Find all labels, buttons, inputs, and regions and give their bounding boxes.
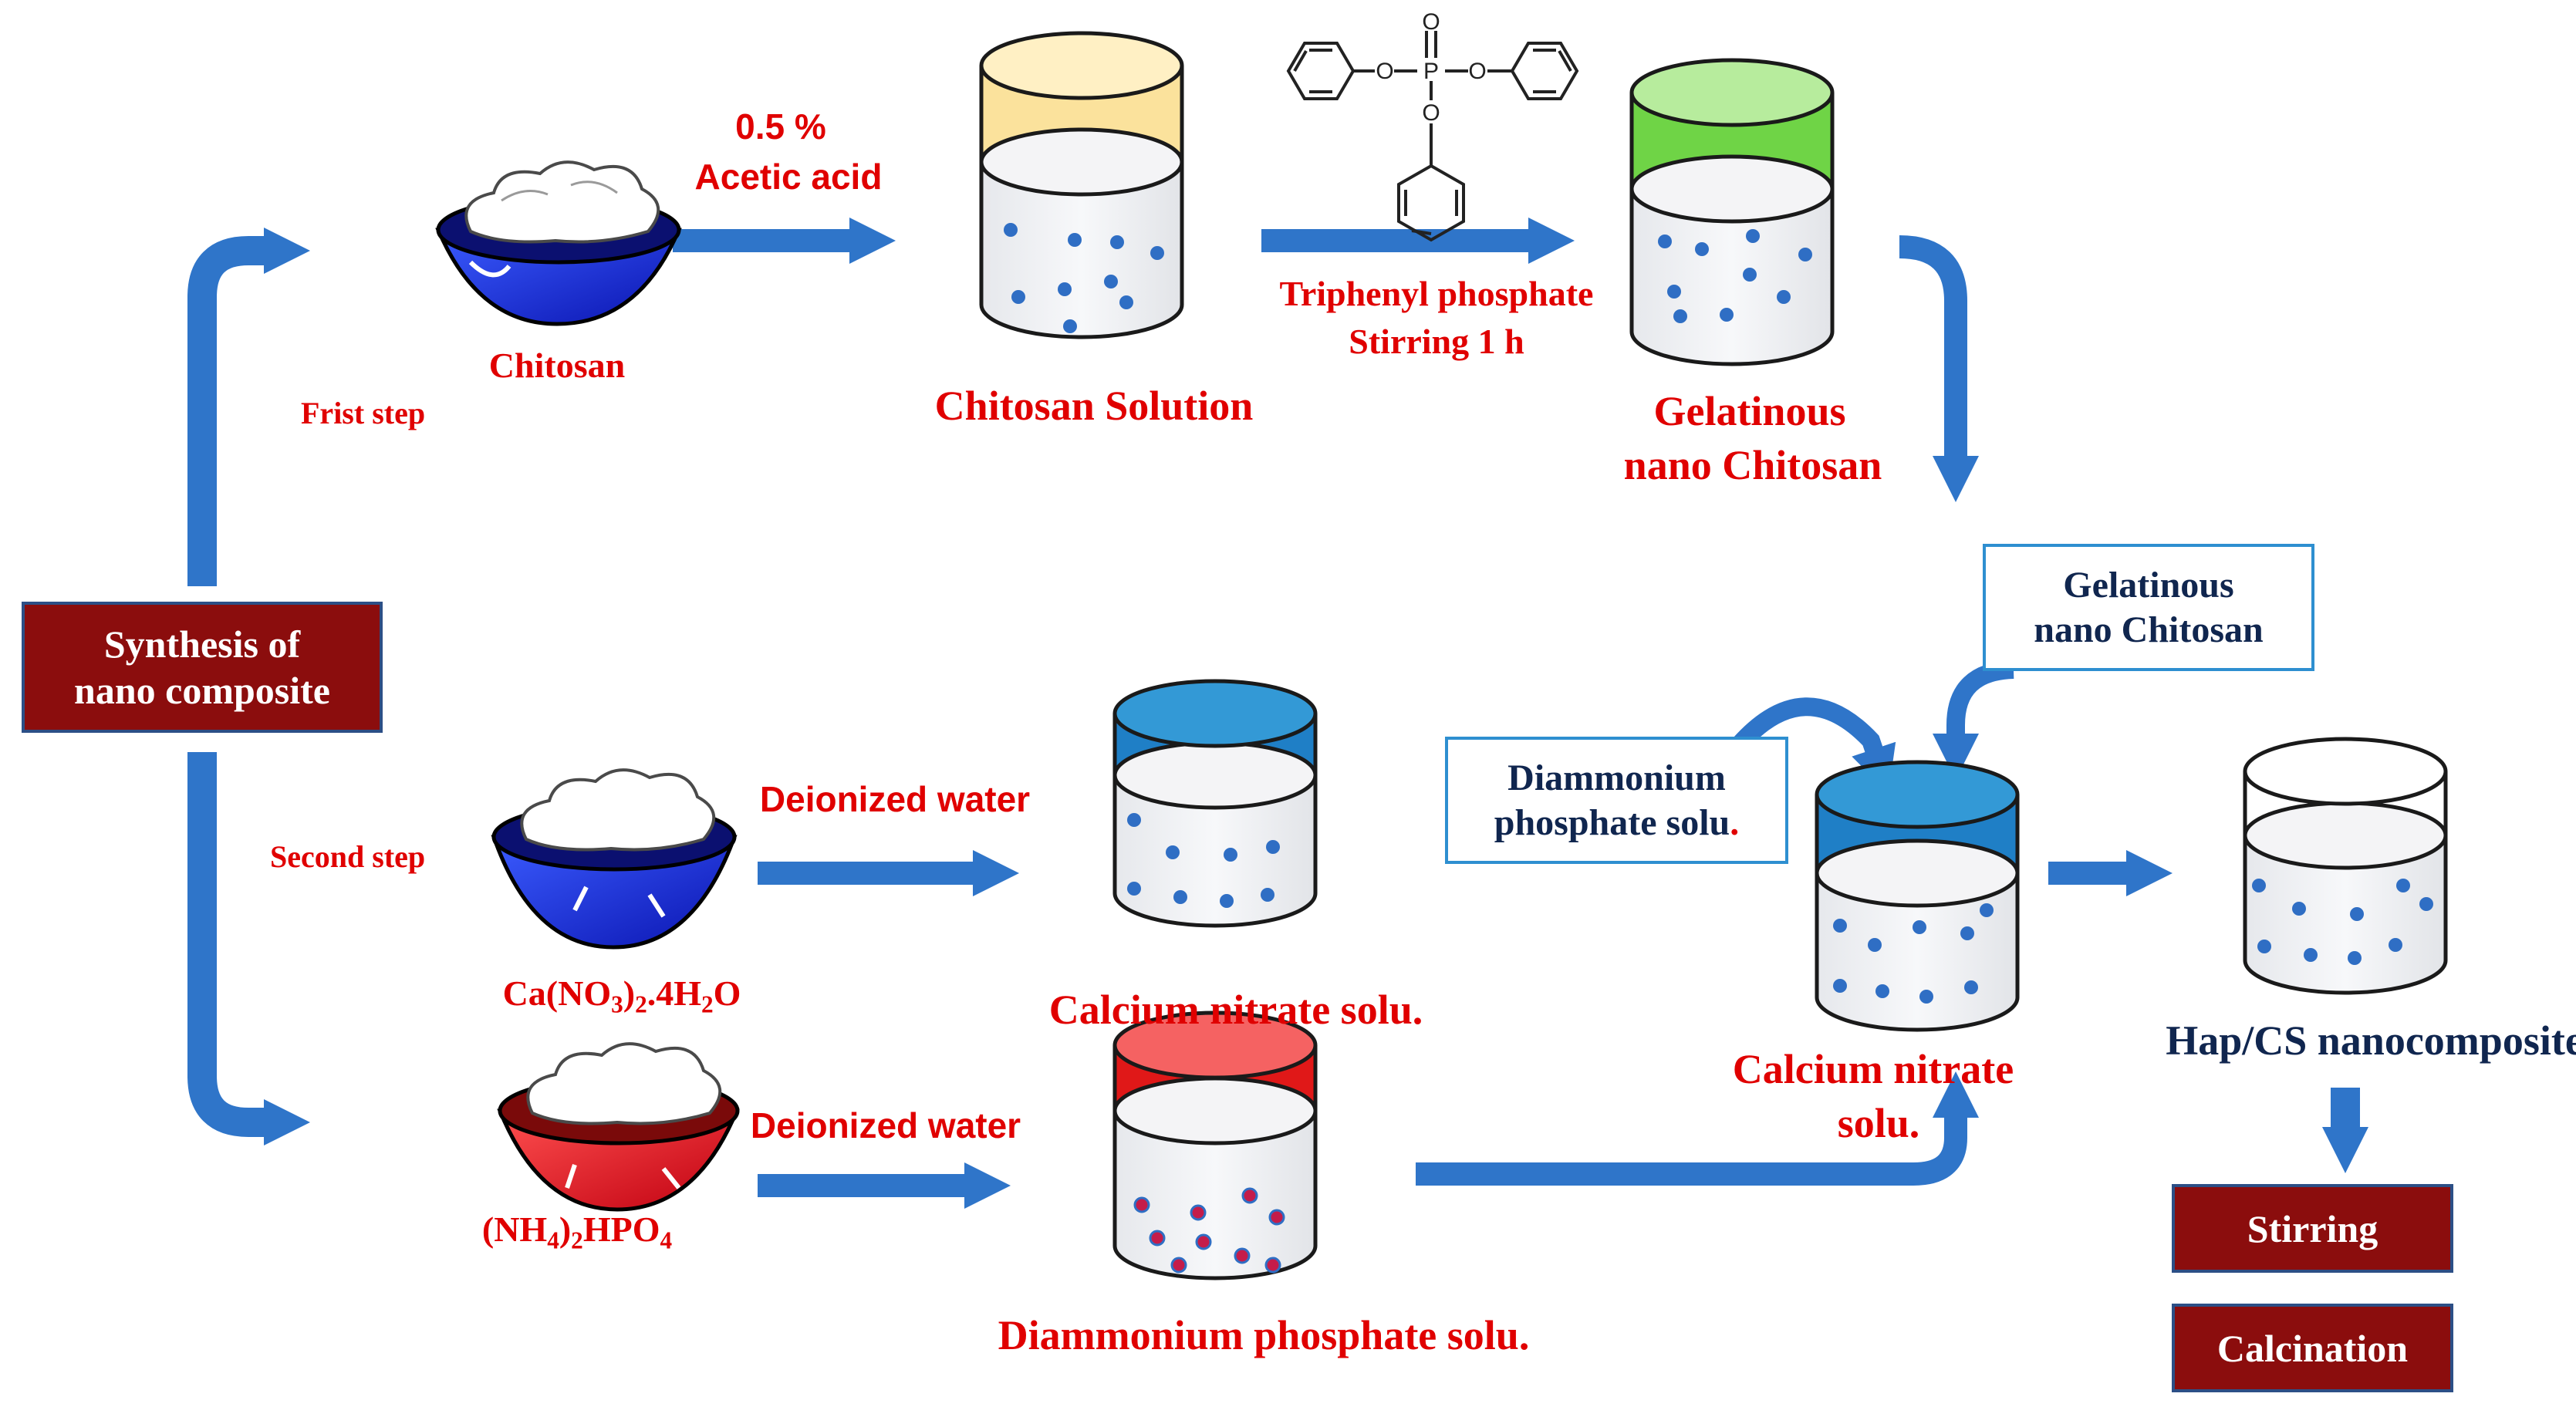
gelatinous-chitosan-box: Gelatinous nano Chitosan [1983, 544, 2314, 671]
diammonium-phosphate-box: Diammonium phosphate solu. [1445, 737, 1788, 864]
diammonium-phosphate-bowl-icon [497, 1042, 740, 1212]
dap-box-line2: phosphate solu. [1494, 801, 1740, 843]
chitosan-label: Chitosan [488, 346, 626, 385]
synthesis-start-box: Synthesis of nano composite [22, 602, 383, 733]
acid-name-label: Acetic acid [694, 157, 883, 197]
flow-arrow-down [187, 752, 310, 1145]
gelatinous-label-line2: nano Chitosan [1623, 442, 1882, 488]
diammonium-phosphate-formula: (NH4)2HPO4 [481, 1210, 673, 1254]
second-step-label: Second step [270, 839, 426, 874]
chitosan-solution-beaker [979, 31, 1184, 339]
mix-label-line2: solu. [1837, 1100, 1920, 1146]
mixing-beaker [1815, 760, 2020, 1032]
calcium-nitrate-bowl-icon [491, 768, 738, 950]
reagent-label-line2: Stirring 1 h [1349, 322, 1524, 361]
mix-label-line1: Calcium nitrate [1732, 1046, 2014, 1092]
gelatinous-label-line1: Gelatinous [1653, 388, 1846, 434]
chitosan-solution-label: Chitosan Solution [934, 383, 1254, 429]
atom-oxygen-top: O [1422, 9, 1440, 35]
first-step-label: Frist step [301, 396, 426, 430]
curved-arrow-dap [1733, 697, 1896, 794]
stirring-box: Stirring [2172, 1184, 2453, 1273]
calcium-nitrate-solution-label: Calcium nitrate solu. [1048, 987, 1423, 1033]
calcination-box: Calcination [2172, 1304, 2453, 1392]
acid-amount-label: 0.5 % [735, 106, 826, 147]
diammonium-phosphate-solution-label: Diammonium phosphate solu. [998, 1312, 1530, 1358]
molecule-atom-labels: P O O O O [1376, 9, 1486, 126]
gelatinous-chitosan-beaker [1629, 58, 1835, 366]
curved-arrow-gel [1933, 660, 2014, 780]
arrow-gel-down [1899, 235, 1979, 502]
product-name-label: Hap/CS nanocomposite [2166, 1017, 2576, 1064]
chitosan-bowl-icon [435, 160, 682, 326]
reagent-label-line1: Triphenyl phosphate [1279, 274, 1594, 313]
product-beaker [2243, 737, 2448, 995]
calcium-nitrate-beaker [1112, 679, 1318, 928]
atom-oxygen-left: O [1376, 59, 1393, 84]
triphenyl-phosphate-structure [1286, 31, 1579, 242]
flow-arrow-up [187, 228, 310, 586]
atom-oxygen-right: O [1468, 59, 1486, 84]
diammonium-phosphate-beaker [1112, 1010, 1318, 1280]
calcium-nitrate-formula: Ca(NO3)2.4H2O [502, 973, 741, 1018]
atom-phosphorus: P [1423, 59, 1439, 84]
deionized-water-label-1: Deionized water [759, 779, 1031, 819]
deionized-water-label-2: Deionized water [750, 1105, 1021, 1145]
dap-box-line1: Diammonium [1507, 757, 1726, 798]
arrow-phosphate-to-mix [1416, 1071, 1979, 1186]
atom-oxygen-bottom: O [1422, 100, 1440, 126]
